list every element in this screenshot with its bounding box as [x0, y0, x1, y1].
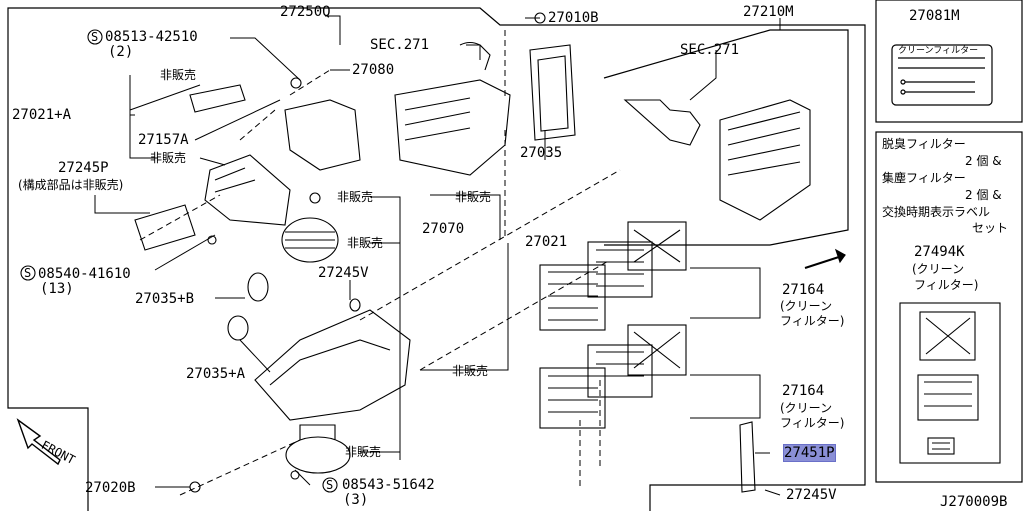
screw-mark-letter: S	[326, 478, 334, 492]
callout-27245V-a[interactable]: 27245V	[318, 265, 369, 281]
callout-27010B[interactable]: 27010B	[548, 10, 599, 26]
kit-line-1: 脱臭フィルター	[882, 137, 966, 151]
kit-line-4: 2 個 &	[965, 188, 1002, 202]
filter-upper-c	[627, 221, 687, 271]
label-holder-sketch	[739, 421, 756, 493]
callout-27250Q[interactable]: 27250Q	[280, 4, 331, 20]
callout-27080[interactable]: 27080	[352, 62, 395, 78]
not-sold-label: 非販売	[160, 68, 197, 82]
screw-mark-letter: S	[91, 30, 99, 44]
callout-sec271-a[interactable]: SEC.271	[370, 37, 430, 53]
kit-inner-frame	[899, 302, 1001, 464]
blower-motor-sketch	[285, 436, 351, 474]
seal-sketch	[189, 84, 246, 113]
callout-27035-B[interactable]: 27035+B	[135, 291, 195, 307]
not-sold-label: 非販売	[347, 236, 384, 250]
filter-lower-a	[539, 367, 606, 429]
callout-08543-51642[interactable]: 08543-51642	[342, 477, 435, 493]
filter-lower-b	[587, 344, 653, 398]
callout-27164-a[interactable]: 27164	[782, 282, 825, 298]
screw-mark-letter: S	[24, 266, 32, 280]
callout-27164-b-note1: (クリーン	[780, 401, 833, 415]
callout-27210M[interactable]: 27210M	[743, 4, 794, 20]
screw-mark-icon	[322, 477, 338, 493]
callout-27451P-highlighted[interactable]: 27451P	[783, 444, 836, 462]
callout-27021-A[interactable]: 27021+A	[12, 107, 72, 123]
kit-part-note2: フィルター)	[914, 278, 979, 292]
kit-filter-a	[919, 311, 976, 361]
callout-27020B[interactable]: 27020B	[85, 480, 136, 496]
label-panel-frame	[875, 0, 1023, 123]
callout-08543-qty: (3)	[343, 492, 369, 508]
callout-27081M[interactable]: 27081M	[909, 8, 960, 24]
callout-08513-42510[interactable]: 08513-42510	[105, 29, 198, 45]
callout-27164-b[interactable]: 27164	[782, 383, 825, 399]
blower-housing-sketch	[254, 309, 411, 421]
upper-case-sketch	[394, 79, 511, 176]
kit-panel-frame	[875, 131, 1023, 483]
callout-27245P[interactable]: 27245P	[58, 160, 109, 176]
main-frame	[30, 7, 866, 511]
callout-27164-b-note2: フィルター)	[780, 416, 845, 430]
evaporator-sketch	[719, 99, 811, 221]
not-sold-label: 非販売	[345, 445, 382, 459]
kit-line-2: 2 個 &	[965, 154, 1002, 168]
label-card-title: クリーンフィルター	[898, 46, 979, 56]
kit-arrow-icon	[804, 248, 846, 269]
callout-08540-41610[interactable]: 08540-41610	[38, 266, 131, 282]
intake-housing-sketch	[204, 154, 291, 226]
callout-sec271-b[interactable]: SEC.271	[680, 42, 740, 58]
callout-27035[interactable]: 27035	[520, 145, 563, 161]
kit-label	[927, 437, 955, 455]
filter-lower-c	[627, 324, 687, 376]
kit-part-27494K[interactable]: 27494K	[914, 244, 965, 260]
not-sold-label: 非販売	[455, 190, 492, 204]
callout-27245P-note: (構成部品は非販売)	[18, 178, 124, 192]
subassembly-box	[603, 29, 849, 246]
callout-27070[interactable]: 27070	[422, 221, 465, 237]
callout-27157A[interactable]: 27157A	[138, 132, 189, 148]
callout-27164-a-note2: フィルター)	[780, 314, 845, 328]
callout-27245V-b[interactable]: 27245V	[786, 487, 837, 503]
kit-line-3: 集塵フィルター	[882, 171, 966, 185]
kit-part-note1: (クリーン	[912, 262, 965, 276]
label-card-outline	[891, 44, 993, 106]
callout-27035-A[interactable]: 27035+A	[186, 366, 246, 382]
front-arrow-icon	[16, 418, 61, 466]
not-sold-label: 非販売	[337, 190, 374, 204]
callout-27164-a-note1: (クリーン	[780, 299, 833, 313]
drawing-number: J270009B	[940, 494, 1008, 510]
callout-08513-qty: (2)	[108, 44, 134, 60]
not-sold-label: 非販売	[150, 151, 187, 165]
blower-fan-sketch	[281, 217, 339, 263]
callout-27021[interactable]: 27021	[525, 234, 568, 250]
main-frame-left	[7, 7, 89, 511]
screw-mark-icon	[20, 265, 36, 281]
not-sold-label: 非販売	[452, 364, 489, 378]
filter-frame-sketch	[529, 44, 576, 141]
kit-filter-b	[917, 374, 979, 421]
callout-08540-qty: (13)	[40, 281, 74, 297]
kit-line-6: セット	[972, 221, 1009, 235]
screw-mark-icon	[87, 29, 103, 45]
kit-line-5: 交換時期表示ラベル	[882, 205, 991, 219]
